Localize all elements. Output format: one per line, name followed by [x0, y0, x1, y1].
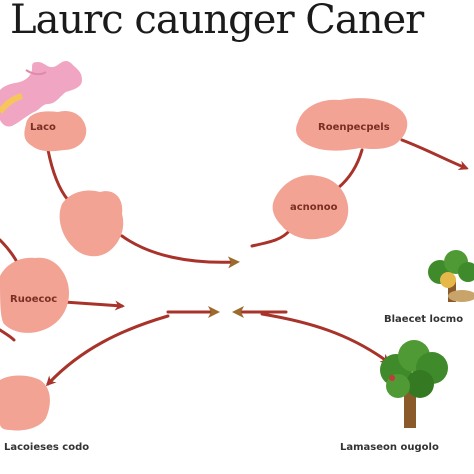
blob-left-mid — [59, 190, 124, 257]
arrow-blob1-to-blob2 — [46, 148, 70, 202]
label-mid-right: acnonoo — [290, 202, 338, 213]
label-left: Ruoecoc — [10, 294, 57, 305]
label-top-right: Roenpecpels — [318, 122, 390, 133]
arrow-to-center-right — [250, 228, 292, 248]
arrow-down-left — [45, 314, 170, 387]
label-top-left: Laco — [30, 122, 56, 133]
blob-left — [0, 257, 70, 333]
label-bottom-left: Lacoieses codo — [4, 442, 89, 453]
arrow-left-to-center — [62, 300, 125, 311]
tree-icon — [428, 250, 474, 302]
blob-bottom-left — [0, 375, 50, 431]
label-bottom-right: Lamaseon ougolo — [340, 442, 439, 453]
blob-mid-right — [272, 175, 349, 240]
arrow-right-out — [400, 138, 469, 171]
blob-top-left — [24, 110, 87, 152]
blob-top-right — [296, 98, 408, 151]
page-title: Laurc caunger Caner — [10, 0, 424, 43]
broccoli-tree-icon — [380, 340, 448, 428]
label-tree-upper: Blaecet locmo — [384, 314, 463, 325]
arrow-blob2-to-center — [120, 234, 240, 269]
arrow-left-edge — [0, 238, 20, 266]
arrow-left-lower — [0, 328, 16, 342]
arrow-blob3-to-blob4 — [336, 148, 364, 190]
pink-flower-icon — [0, 60, 82, 127]
arrow-to-tree — [260, 312, 391, 364]
